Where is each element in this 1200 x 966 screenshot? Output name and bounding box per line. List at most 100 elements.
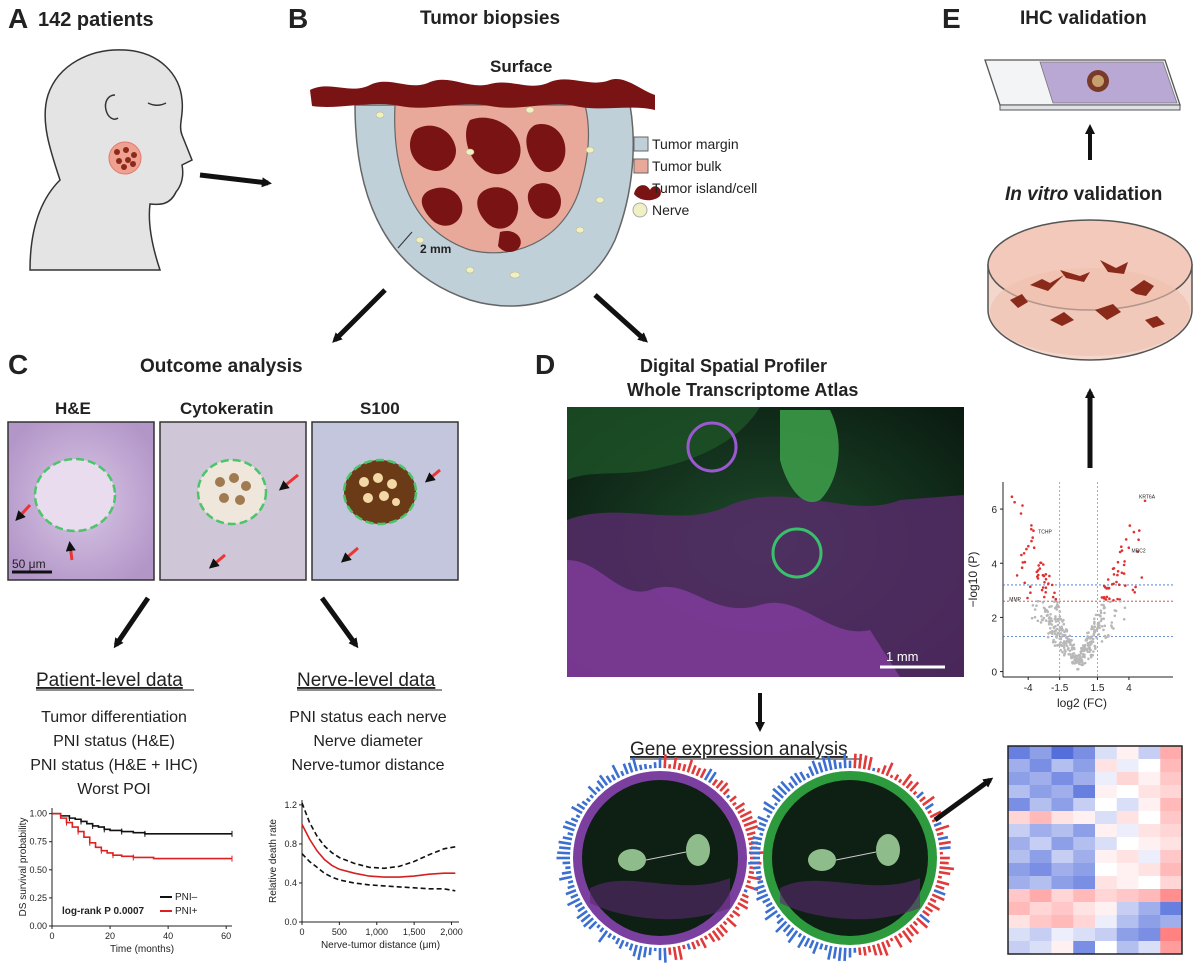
circos-bar	[642, 946, 648, 958]
volcano-point	[1080, 646, 1083, 650]
heatmap-cell	[1073, 850, 1096, 864]
volcano-point	[1062, 642, 1065, 645]
volcano-point	[1085, 638, 1088, 642]
heatmap-cell	[1095, 928, 1118, 942]
volcano-point	[1057, 605, 1060, 608]
legend-label: PNI–	[175, 892, 198, 903]
circos-bar	[776, 917, 784, 925]
heatmap-cell	[1029, 941, 1052, 955]
heatmap-cell	[1116, 889, 1139, 903]
heatmap-cell	[1051, 785, 1074, 799]
volcano-point	[1040, 615, 1043, 618]
heatmap-cell	[1138, 759, 1161, 773]
stain-s100-label: S100	[360, 399, 400, 418]
circos-bar	[773, 802, 778, 807]
circos-bar	[741, 815, 753, 823]
y-tick-label: 0.0	[284, 917, 297, 927]
panel-c: C Outcome analysis H&E Cytokeratin S100	[7, 349, 463, 955]
nerve-level-heading: Nerve-level data	[297, 670, 436, 691]
volcano-point	[1100, 603, 1103, 607]
petri-dish	[987, 219, 1193, 361]
volcano-point	[1061, 620, 1064, 623]
volcano-point	[1032, 529, 1035, 532]
volcano-point	[1089, 653, 1093, 657]
circos-bar	[919, 913, 931, 924]
heatmap-cell	[1160, 785, 1183, 799]
heatmap-cell	[1160, 902, 1183, 916]
circos-bar	[695, 939, 701, 947]
heatmap-cell	[1051, 850, 1074, 864]
volcano-point	[1065, 635, 1069, 639]
volcano-point	[1054, 597, 1058, 601]
volcano-point	[1015, 574, 1019, 577]
heatmap-cell	[1095, 746, 1118, 760]
volcano-point	[1050, 623, 1054, 626]
circos-bar	[631, 757, 638, 772]
volcano-point	[1048, 605, 1051, 609]
heatmap-cell	[1029, 850, 1052, 864]
volcano-point	[1050, 629, 1054, 633]
arrow-c-patient	[113, 596, 151, 649]
circos-bar	[909, 924, 920, 935]
circos-bar	[695, 767, 702, 777]
y-tick-label: 0.50	[29, 865, 47, 875]
volcano-point	[1010, 495, 1014, 499]
volcano-point	[1065, 644, 1069, 648]
volcano-point	[1049, 627, 1052, 630]
circos-bar	[589, 794, 594, 799]
volcano-point	[1067, 646, 1070, 650]
nerve-level-item: Nerve diameter	[313, 733, 423, 750]
x-tick-label: 4	[1126, 683, 1132, 694]
volcano-point	[1060, 625, 1063, 629]
circos-bar	[929, 897, 937, 903]
heatmap-cell	[1095, 902, 1118, 916]
circos-bar	[686, 759, 694, 773]
volcano-point	[1107, 587, 1110, 590]
volcano-point	[1068, 649, 1072, 653]
circos-bar	[599, 927, 605, 933]
circos-bar	[637, 945, 643, 961]
x-tick-label: 0	[49, 931, 54, 941]
dsp-title-line2: Whole Transcriptome Atlas	[627, 380, 858, 400]
volcano-point	[1035, 570, 1039, 574]
heatmap-cell	[1116, 811, 1139, 825]
series-line	[301, 802, 456, 870]
circos-bar	[739, 897, 749, 905]
volcano-point	[1128, 524, 1132, 527]
volcano-point	[1124, 538, 1128, 541]
heatmap-cell	[1095, 850, 1118, 864]
fluorescence-scan	[567, 407, 964, 677]
heatmap-cell	[1138, 876, 1161, 890]
circos-bar	[691, 764, 697, 775]
heatmap-cell	[1073, 772, 1096, 786]
circos-bar	[927, 809, 932, 815]
circos-bar	[582, 917, 594, 928]
heatmap-cell	[1160, 889, 1183, 903]
heatmap-cell	[1029, 915, 1052, 929]
circos-bar	[570, 817, 579, 823]
volcano-point	[1062, 644, 1066, 648]
heatmap-cell	[1138, 785, 1161, 799]
heatmap-cell	[1116, 824, 1139, 838]
circos-bar	[772, 787, 784, 799]
volcano-point	[1115, 580, 1118, 584]
circos-bar	[876, 943, 883, 956]
biopsy-cross-section	[310, 78, 655, 307]
heatmap-cell	[1138, 772, 1161, 786]
volcano-point	[1047, 617, 1051, 620]
volcano-point	[1079, 652, 1083, 655]
circos-bar	[588, 920, 598, 930]
volcano-point	[1090, 642, 1093, 646]
circos-bar	[627, 762, 634, 773]
circos-bar	[638, 764, 643, 771]
heatmap-cell	[1051, 876, 1074, 890]
volcano-point	[1054, 615, 1057, 618]
volcano-point	[1043, 610, 1047, 613]
circos-bar	[858, 947, 862, 956]
volcano-point	[1099, 611, 1103, 615]
heatmap-cell	[1116, 759, 1139, 773]
volcano-point	[1086, 641, 1090, 645]
volcano-point	[1049, 613, 1052, 616]
circos-bar	[799, 771, 807, 781]
